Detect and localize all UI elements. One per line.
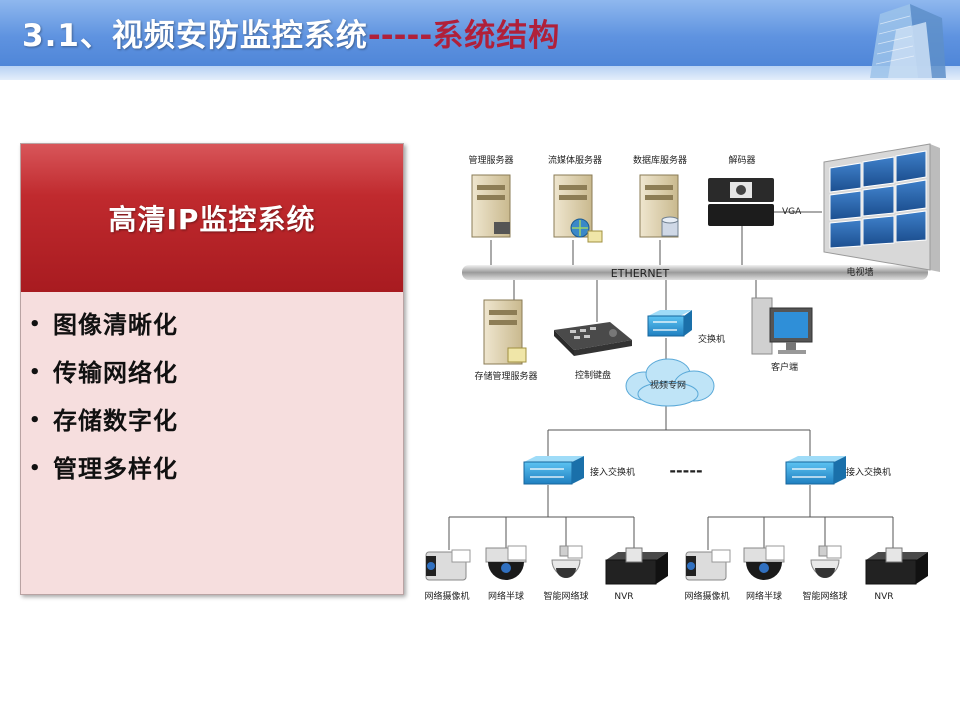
vga-label: VGA [782, 207, 802, 217]
db-server-label: 数据库服务器 [633, 154, 687, 166]
cam-left-b-label: 网络半球 [488, 590, 524, 602]
feature-text: 传输网络化 [53, 359, 178, 387]
feature-item: • 存储数字化 [29, 405, 178, 453]
feature-item: • 图像清晰化 [29, 309, 178, 357]
access-switch-left-label: 接入交换机 [590, 466, 635, 478]
decoder-icon [708, 178, 774, 226]
bullet-dot-icon: • [29, 410, 41, 431]
cam-right-a-label: 网络摄像机 [684, 590, 729, 602]
tv-wall-label: 电视墙 [846, 266, 873, 278]
control-keyboard-icon [554, 322, 632, 356]
core-switch-icon [647, 310, 692, 337]
nvr-right-icon [865, 547, 928, 585]
client-pc-icon [751, 297, 813, 355]
slide-title: 3.1、视频安防监控系统-----系统结构 [22, 10, 560, 55]
header-band [0, 66, 960, 80]
nvr-left-icon [605, 547, 668, 585]
panel-header: 高清IP监控系统 [21, 144, 403, 292]
access-switch-right-icon [785, 456, 846, 485]
title-sub: 系统结构 [432, 18, 561, 54]
cam-left-d-label: NVR [614, 592, 633, 602]
network-camera-left-icon [425, 549, 471, 581]
decoder-label: 解码器 [728, 154, 755, 166]
tv-wall-icon [823, 143, 940, 272]
header-bar: 3.1、视频安防监控系统-----系统结构 [0, 0, 960, 66]
video-net-label: 视频专网 [650, 379, 686, 391]
feature-item: • 管理多样化 [29, 453, 178, 501]
cam-right-b-label: 网络半球 [746, 590, 782, 602]
panel-title: 高清IP监控系统 [108, 203, 316, 236]
stream-server-label: 流媒体服务器 [548, 154, 602, 166]
access-switch-right-label: 接入交换机 [846, 466, 891, 478]
access-switch-left-icon [523, 456, 584, 485]
hd-ip-panel: 高清IP监控系统 • 图像清晰化 • 传输网络化 • 存储数字化 • 管理多样化 [20, 143, 404, 595]
ethernet-bus [462, 265, 928, 280]
bullet-dot-icon: • [29, 314, 41, 335]
storage-server-label: 存储管理服务器 [474, 370, 537, 382]
client-label: 客户端 [771, 361, 798, 373]
title-separator: ----- [367, 18, 433, 54]
feature-list: • 图像清晰化 • 传输网络化 • 存储数字化 • 管理多样化 [29, 309, 178, 501]
network-camera-right-icon [685, 549, 731, 581]
bullet-dot-icon: • [29, 362, 41, 383]
ptz-camera-right-icon [810, 545, 842, 578]
building-icon [870, 4, 946, 78]
connection-lines [448, 211, 894, 550]
switch-label: 交换机 [698, 333, 725, 345]
feature-text: 图像清晰化 [53, 311, 178, 339]
mgmt-server-icon [471, 174, 511, 238]
feature-text: 管理多样化 [53, 455, 178, 483]
ethernet-label: ETHERNET [611, 267, 670, 280]
cam-left-c-label: 智能网络球 [543, 590, 588, 602]
video-network-cloud-icon [625, 358, 715, 407]
mgmt-server-label: 管理服务器 [468, 154, 513, 166]
title-main: 3.1、视频安防监控系统 [22, 18, 368, 54]
feature-text: 存储数字化 [53, 407, 178, 435]
bullet-dot-icon: • [29, 458, 41, 479]
feature-item: • 传输网络化 [29, 357, 178, 405]
dome-camera-left-icon [485, 545, 527, 580]
keyboard-label: 控制键盘 [575, 369, 611, 381]
storage-server-icon [483, 299, 527, 365]
ellipsis-label: ----- [669, 461, 702, 480]
stream-server-icon [553, 174, 603, 243]
cam-left-a-label: 网络摄像机 [424, 590, 469, 602]
db-server-icon [639, 174, 679, 238]
cam-right-c-label: 智能网络球 [802, 590, 847, 602]
dome-camera-right-icon [743, 545, 785, 580]
cam-right-d-label: NVR [874, 592, 893, 602]
ptz-camera-left-icon [551, 545, 583, 578]
